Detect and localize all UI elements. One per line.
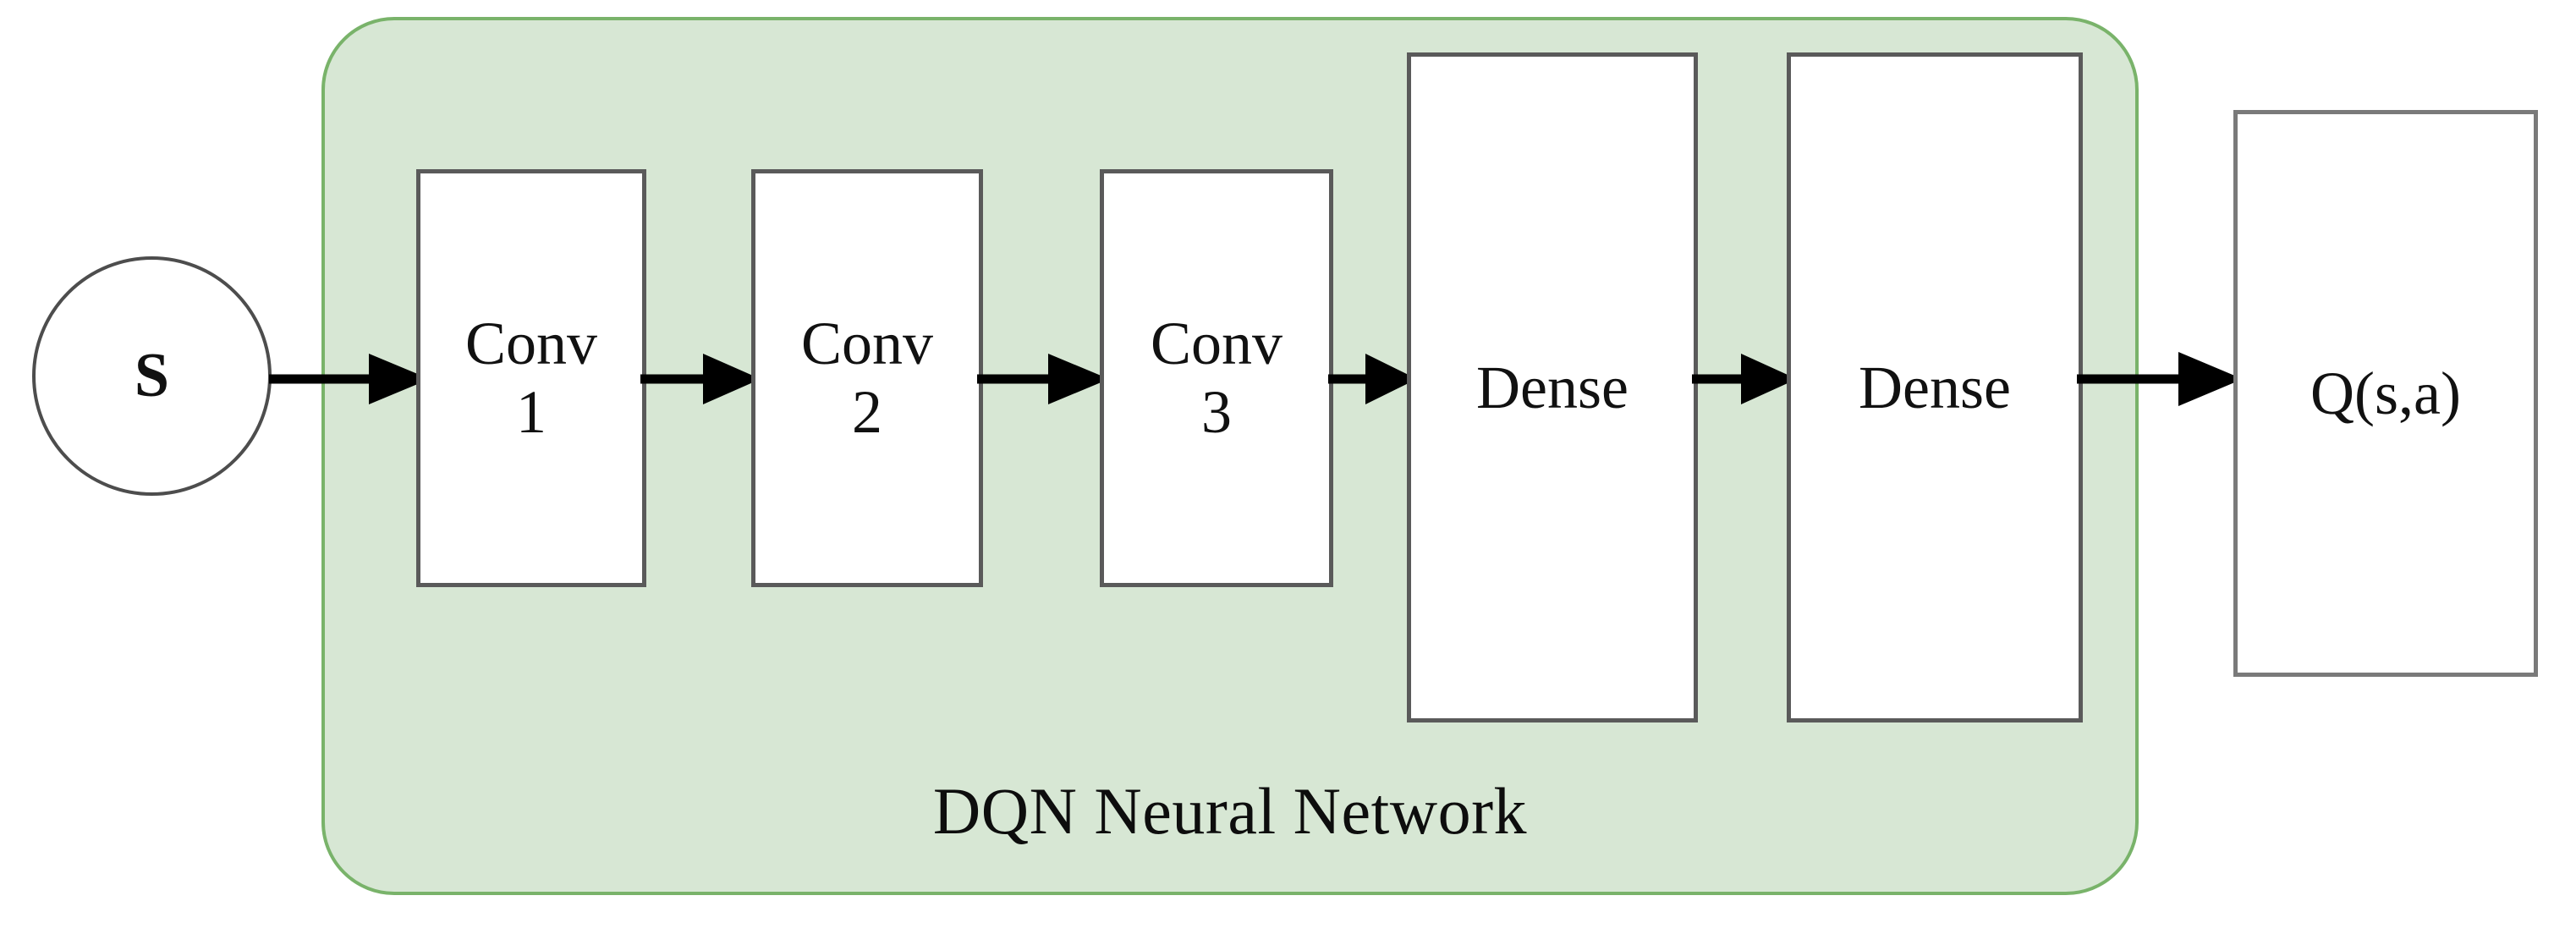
arrow-conv1-to-conv2 [640,347,761,411]
layer-box-conv2[interactable]: Conv 2 [751,169,983,587]
layer-box-conv3[interactable]: Conv 3 [1100,169,1333,587]
input-state-node[interactable]: S [32,256,272,496]
layer-label-conv2: Conv 2 [800,310,934,446]
layer-box-dense2[interactable]: Dense [1787,52,2083,722]
layer-label-dense1: Dense [1476,353,1629,421]
layer-box-dense1[interactable]: Dense [1407,52,1698,722]
layer-label-conv3: Conv 3 [1150,310,1283,446]
layer-label-dense2: Dense [1859,353,2011,421]
dqn-panel-caption: DQN Neural Network [932,774,1528,848]
arrow-conv3-to-dense1 [1328,347,1417,411]
arrow-state-to-conv1 [269,347,430,411]
output-q-value-label: Q(s,a) [2310,359,2461,427]
arrow-conv2-to-conv3 [977,347,1109,411]
arrow-dense1-to-dense2 [1692,347,1797,411]
layer-box-conv1[interactable]: Conv 1 [416,169,646,587]
layer-label-conv1: Conv 1 [464,310,598,446]
input-state-label: S [134,341,170,410]
output-q-value-box[interactable]: Q(s,a) [2233,110,2538,677]
arrow-dense2-to-output [2077,347,2243,411]
